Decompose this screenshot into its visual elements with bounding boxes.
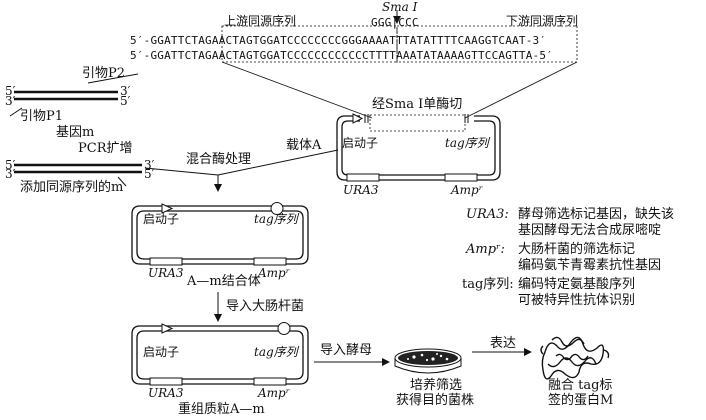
mix-enzyme-label: 混合酶处理 bbox=[186, 152, 252, 167]
rec-tag-label: tag序列 bbox=[254, 345, 298, 359]
end-3-upper: 3′ bbox=[5, 94, 16, 108]
express-label: 表达 bbox=[490, 336, 517, 351]
am-amp-label: Ampʳ bbox=[258, 266, 290, 280]
fusion-line-1: 融合 tag标 bbox=[548, 378, 613, 393]
end-3-lower: 3′ bbox=[5, 167, 16, 181]
plasmid-vector bbox=[336, 113, 501, 182]
plasmid-recombinant bbox=[131, 322, 390, 386]
into-ecoli-label: 导入大肠杆菌 bbox=[226, 299, 305, 314]
downstream-box bbox=[396, 25, 578, 63]
gene-m-label: 基因m bbox=[56, 125, 95, 140]
primer-p2-label: 引物P2 bbox=[82, 66, 126, 81]
recombinant-label: 重组质粒A—m bbox=[178, 402, 265, 417]
vector-label: 载体A bbox=[286, 138, 322, 153]
am-complex-label: A—m结合体 bbox=[187, 274, 261, 289]
vector-tag-label: tag序列 bbox=[445, 136, 489, 150]
rec-ura3-label: URA3 bbox=[148, 386, 184, 400]
legend-term-amp: Ampʳ: bbox=[466, 242, 505, 257]
culture-line-1: 培养筛选 bbox=[410, 378, 463, 393]
cut-label: 经Sma Ⅰ单酶切 bbox=[372, 97, 463, 112]
sequence-bottom-strand: 5′-GGATTCTAGAACTAGTGGATCCCCCCCCCCCCTTTTA… bbox=[130, 49, 553, 62]
end-5-lower: 5′ bbox=[5, 158, 16, 172]
end-3-right-lower: 3′ bbox=[144, 158, 155, 172]
end-5-upper: 5′ bbox=[5, 84, 16, 98]
legend-line: 编码氨苄青霉素抗性基因 bbox=[518, 258, 662, 273]
primer-region bbox=[9, 73, 339, 192]
rec-amp-label: Ampʳ bbox=[258, 386, 290, 400]
end-3-right-upper: 3′ bbox=[120, 84, 131, 98]
downstream-label: 下游同源序列 bbox=[506, 14, 579, 28]
primer-p1-label: 引物P1 bbox=[20, 109, 64, 124]
end-5-right-lower: 5′ bbox=[144, 167, 155, 181]
legend-line: 可被特异性抗体识别 bbox=[518, 293, 636, 308]
vector-amp-label: Ampʳ bbox=[451, 183, 483, 197]
plasmid-am bbox=[131, 202, 309, 322]
legend-line: 基因酵母无法合成尿嘧啶 bbox=[518, 223, 662, 238]
pcr-label: PCR扩增 bbox=[78, 141, 133, 156]
legend-term-tag: tag序列: bbox=[462, 277, 514, 292]
upstream-label: 上游同源序列 bbox=[224, 14, 297, 28]
am-tag-label: tag序列 bbox=[254, 212, 298, 226]
sequence-region bbox=[221, 10, 578, 119]
vector-ura3-label: URA3 bbox=[343, 183, 379, 197]
enzyme-label: Sma Ⅰ bbox=[382, 0, 418, 14]
into-yeast-label: 导入酵母 bbox=[320, 343, 373, 358]
legend-line: 编码特定氨基酸序列 bbox=[518, 277, 636, 292]
legend-line: 酵母筛选标记基因，缺失该 bbox=[518, 207, 675, 222]
rec-promoter-label: 启动子 bbox=[143, 345, 180, 359]
sequence-top-strand: 5′-GGATTCTAGAACTAGTGGATCCCCCCCCGGGAAAATT… bbox=[130, 34, 547, 47]
culture-line-2: 获得目的菌株 bbox=[396, 393, 475, 408]
end-5-right-upper: 5′ bbox=[120, 94, 131, 108]
fusion-protein bbox=[540, 336, 610, 380]
homolog-m-label: 添加同源序列的m bbox=[20, 180, 124, 195]
legend-term-ura3: URA3: bbox=[466, 207, 509, 222]
am-promoter-label: 启动子 bbox=[143, 212, 180, 226]
vector-promoter-label: 启动子 bbox=[342, 136, 379, 150]
site-sequence: GGG|CCC bbox=[371, 16, 419, 29]
fusion-line-2: 签的蛋白M bbox=[548, 393, 614, 408]
am-ura3-label: URA3 bbox=[148, 266, 184, 280]
culture-dish bbox=[394, 348, 532, 374]
legend-line: 大肠杆菌的筛选标记 bbox=[518, 242, 636, 257]
